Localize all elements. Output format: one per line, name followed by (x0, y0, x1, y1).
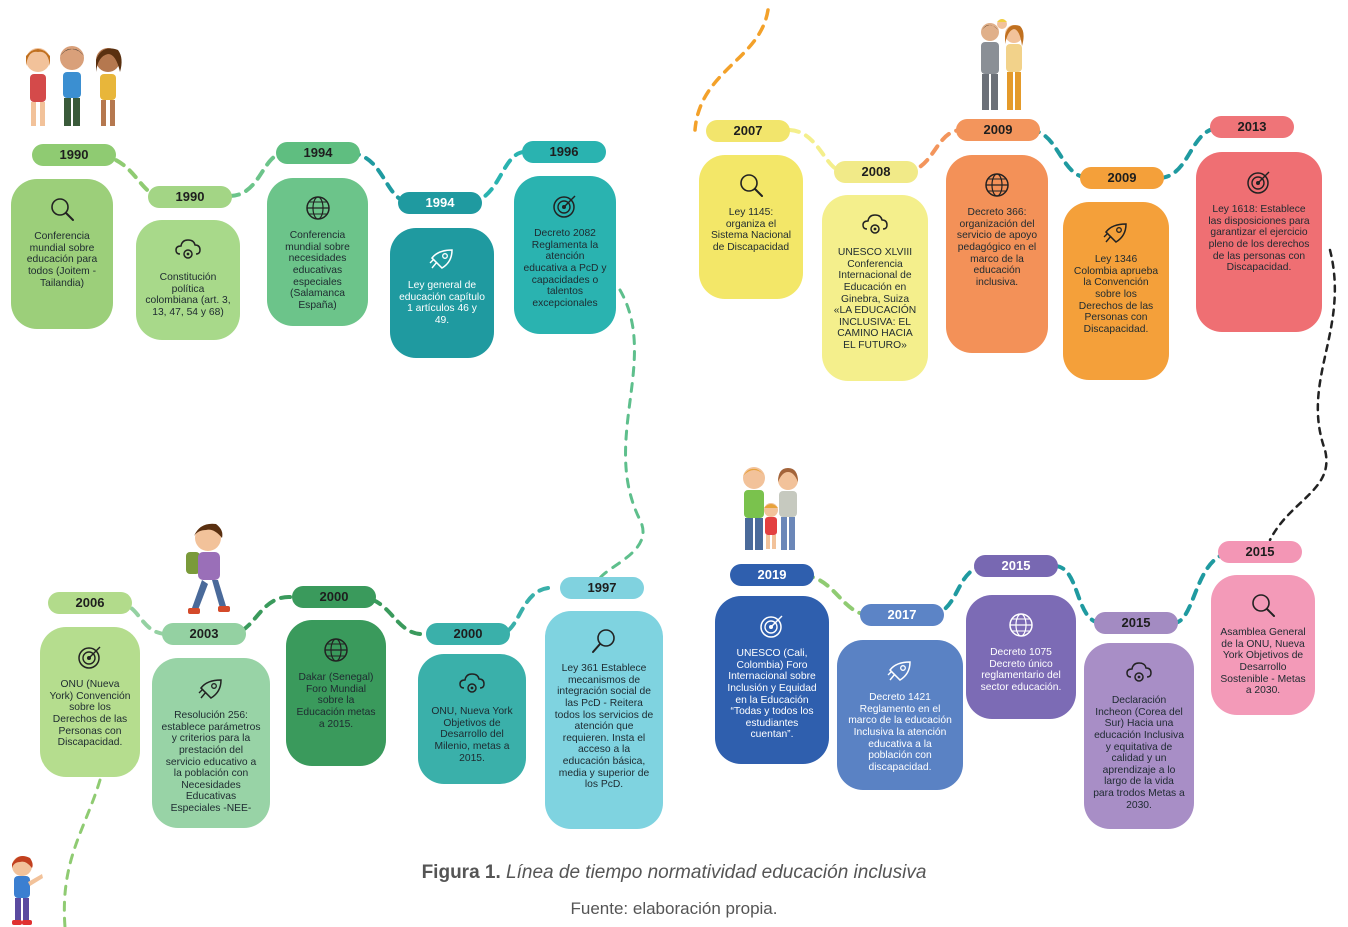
rocket-icon (197, 674, 225, 702)
event-description: ONU (Nueva York) Convención sobre los De… (49, 679, 131, 749)
search-icon (48, 195, 76, 223)
connector-2015b-2015c (1053, 564, 1102, 625)
year-badge: 1990 (148, 186, 232, 208)
rocket-icon (886, 656, 914, 684)
rocket-icon (428, 244, 456, 272)
target-icon (758, 612, 786, 640)
connector-1997-2000b (498, 586, 550, 636)
event-card: UNESCO XLVIII Conferencia Internacional … (822, 195, 928, 381)
globe-icon (322, 636, 350, 664)
parents-and-child-illustration (738, 464, 804, 552)
connector-2013-2015a (1268, 248, 1337, 542)
target-icon (1245, 168, 1273, 196)
year-badge: 2017 (860, 604, 944, 626)
figure-source: Fuente: elaboración propia. (570, 899, 778, 918)
event-description: Decreto 2082 Reglamenta la atención educ… (523, 228, 607, 309)
event-card: ONU, Nueva York Objetivos de Desarrollo … (418, 654, 526, 784)
event-description: Conferencia mundial sobre necesidades ed… (285, 230, 350, 311)
year-badge: 1996 (522, 141, 606, 163)
connector-entry-2007 (693, 8, 770, 132)
target-icon (551, 192, 579, 220)
student-walking-illustration (174, 522, 236, 620)
event-description: Declaración Incheon (Corea del Sur) Haci… (1093, 695, 1185, 811)
event-description: Resolución 256: establece parámetros y c… (161, 710, 261, 814)
event-description: Decreto 1421 Reglamento en el marco de l… (848, 692, 952, 773)
event-card: Decreto 1075 Decreto único reglamentario… (966, 595, 1076, 719)
event-description: Ley general de educación capítulo 1 artí… (399, 280, 485, 326)
search-icon (590, 627, 618, 655)
year-badge: 1994 (276, 142, 360, 164)
event-card: Ley 361 Establece mecanismos de integrac… (545, 611, 663, 829)
event-description: Ley 1346 Colombia aprueba la Convención … (1073, 254, 1159, 335)
figure-caption: Figura 1. Línea de tiempo normatividad e… (0, 862, 1348, 884)
event-description: Conferencia mundial sobre educación para… (26, 231, 98, 289)
year-badge: 2009 (1080, 167, 1164, 189)
rocket-icon (1102, 218, 1130, 246)
children-group-illustration (18, 42, 130, 134)
year-badge: 2003 (162, 623, 246, 645)
globe-icon (983, 171, 1011, 199)
year-badge: 2019 (730, 564, 814, 586)
event-description: Dakar (Senegal) Foro Mundial sobre la Ed… (296, 672, 376, 730)
event-card: Decreto 2082 Reglamenta la atención educ… (514, 176, 616, 334)
event-card: Ley 1145: organiza el Sistema Nacional d… (699, 155, 803, 299)
event-description: ONU, Nueva York Objetivos de Desarrollo … (431, 706, 513, 764)
globe-icon (304, 194, 332, 222)
year-badge: 1997 (560, 577, 644, 599)
year-badge: 2013 (1210, 116, 1294, 138)
event-description: Ley 1145: organiza el Sistema Nacional d… (710, 207, 792, 253)
event-description: Decreto 366: organización del servicio d… (956, 207, 1038, 288)
year-badge: 1990 (32, 144, 116, 166)
connector-2000b-2000a (358, 595, 422, 636)
figure-title: Línea de tiempo normatividad educación i… (506, 862, 927, 883)
year-badge: 2015 (1218, 541, 1302, 563)
target-icon (76, 643, 104, 671)
year-badge: 2006 (48, 592, 132, 614)
event-card: Resolución 256: establece parámetros y c… (152, 658, 270, 828)
year-badge: 2000 (292, 586, 376, 608)
year-badge: 2015 (974, 555, 1058, 577)
event-card: Asamblea General de la ONU, Nueva York O… (1211, 575, 1315, 715)
event-card: Ley 1618: Establece las disposiciones pa… (1196, 152, 1322, 332)
event-card: Decreto 1421 Reglamento en el marco de l… (837, 640, 963, 790)
cloud-gear-icon (861, 211, 889, 239)
event-description: UNESCO XLVIII Conferencia Internacional … (833, 247, 917, 351)
figure-label: Figura 1. (421, 862, 501, 883)
connector-2006-start (62, 778, 102, 927)
event-card: UNESCO (Cali, Colombia) Foro Internacion… (715, 596, 829, 764)
year-badge: 2008 (834, 161, 918, 183)
event-card: Ley general de educación capítulo 1 artí… (390, 228, 494, 358)
event-card: Declaración Incheon (Corea del Sur) Haci… (1084, 643, 1194, 829)
event-description: Decreto 1075 Decreto único reglamentario… (980, 647, 1062, 693)
event-card: Decreto 366: organización del servicio d… (946, 155, 1048, 353)
connector-1996-1997 (598, 288, 645, 580)
event-card: Conferencia mundial sobre educación para… (11, 179, 113, 329)
event-card: ONU (Nueva York) Convención sobre los De… (40, 627, 140, 777)
year-badge: 2009 (956, 119, 1040, 141)
search-icon (1249, 591, 1277, 619)
event-card: Ley 1346 Colombia aprueba la Convención … (1063, 202, 1169, 380)
event-description: UNESCO (Cali, Colombia) Foro Internacion… (727, 648, 817, 741)
event-description: Ley 1618: Establece las disposiciones pa… (1208, 204, 1310, 274)
year-badge: 2015 (1094, 612, 1178, 634)
event-description: Ley 361 Establece mecanismos de integrac… (554, 663, 654, 791)
event-card: Constitución política colombiana (art. 3… (136, 220, 240, 340)
search-icon (737, 171, 765, 199)
cloud-gear-icon (1125, 659, 1153, 687)
globe-icon (1007, 611, 1035, 639)
event-card: Conferencia mundial sobre necesidades ed… (267, 178, 368, 326)
year-badge: 2000 (426, 623, 510, 645)
cloud-gear-icon (458, 670, 486, 698)
connector-2000a-2003 (230, 594, 292, 636)
event-description: Constitución política colombiana (art. 3… (145, 272, 231, 318)
event-description: Asamblea General de la ONU, Nueva York O… (1220, 627, 1306, 697)
child-pointing-illustration (6, 854, 44, 927)
cloud-gear-icon (174, 236, 202, 264)
year-badge: 2007 (706, 120, 790, 142)
event-card: Dakar (Senegal) Foro Mundial sobre la Ed… (286, 620, 386, 766)
family-illustration (972, 18, 1034, 114)
year-badge: 1994 (398, 192, 482, 214)
